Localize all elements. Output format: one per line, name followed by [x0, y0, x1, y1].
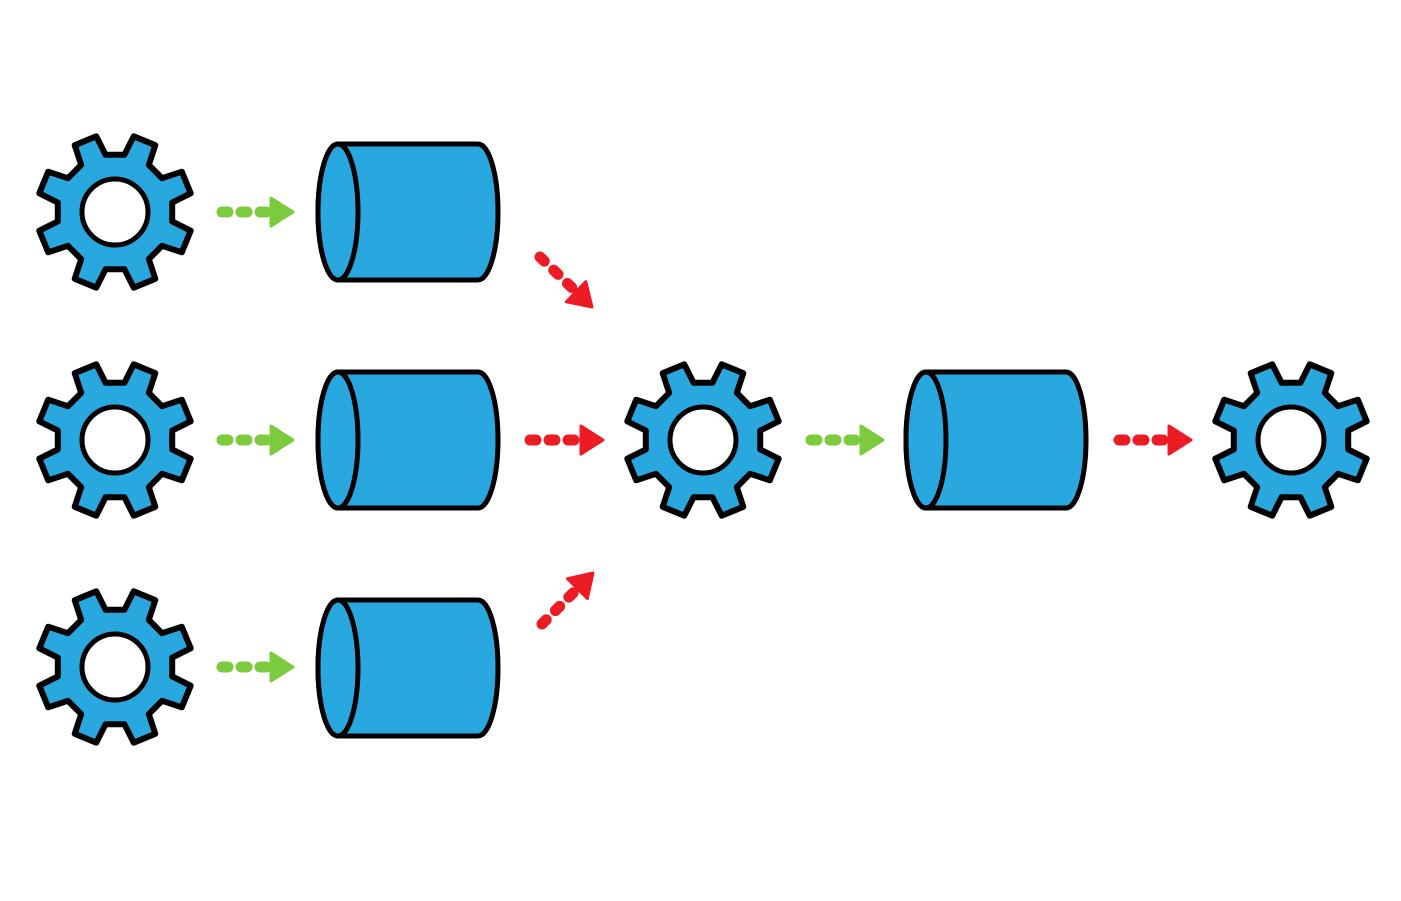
arrow-shaft: [536, 584, 582, 630]
gear-hole: [667, 404, 739, 476]
gear-hole: [79, 404, 151, 476]
cylinder-end: [315, 597, 361, 739]
arrow-head: [269, 424, 295, 456]
arrow-producer-2-to-queue-2: [216, 424, 295, 456]
producer-3: [36, 588, 194, 746]
arrow-head: [1167, 424, 1193, 456]
arrow-queue-2-to-processor: [524, 424, 605, 456]
arrow-shaft: [534, 251, 581, 296]
producer-1: [36, 133, 194, 291]
arrow-head: [859, 424, 885, 456]
queue-2: [315, 369, 501, 511]
gear-hole: [1255, 404, 1327, 476]
arrow-head: [269, 651, 295, 683]
queue-1: [315, 141, 501, 283]
cylinder-end: [903, 369, 949, 511]
queue-3: [315, 597, 501, 739]
arrow-queue-out-to-consumer: [1113, 424, 1193, 456]
arrow-producer-1-to-queue-1: [216, 196, 295, 228]
producer-2: [36, 361, 194, 519]
arrow-head: [566, 571, 595, 600]
queue-out: [903, 369, 1089, 511]
cylinder-end: [315, 369, 361, 511]
gear-hole: [79, 176, 151, 248]
arrow-head: [579, 424, 605, 456]
edges-layer: [216, 196, 1193, 683]
nodes-layer: [36, 133, 1370, 746]
arrow-processor-to-queue-out: [805, 424, 885, 456]
arrow-head: [564, 280, 594, 309]
arrow-queue-1-to-processor: [534, 251, 594, 309]
arrow-head: [269, 196, 295, 228]
consumer: [1212, 361, 1370, 519]
arrow-producer-3-to-queue-3: [216, 651, 295, 683]
cylinder-end: [315, 141, 361, 283]
processor: [624, 361, 782, 519]
arrow-queue-3-to-processor: [536, 571, 595, 630]
gear-hole: [79, 631, 151, 703]
